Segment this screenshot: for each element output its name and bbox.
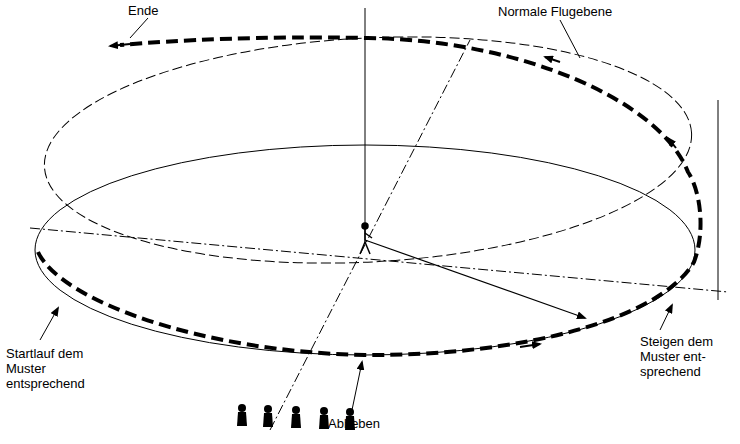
leader-line xyxy=(660,305,672,330)
spectator-body xyxy=(237,412,247,426)
spectator-head xyxy=(346,408,354,416)
vertical-axis xyxy=(365,8,366,240)
spectator-body xyxy=(263,413,273,427)
leader-line xyxy=(130,18,148,38)
direction-arrow xyxy=(545,57,560,62)
spectator-head xyxy=(292,406,300,414)
control-line xyxy=(365,240,585,318)
flight-plane xyxy=(39,21,698,279)
spectator-body xyxy=(291,414,301,428)
vertical-reference xyxy=(718,100,719,300)
direction-arrow xyxy=(668,138,676,148)
text-label: Steigen dem Muster ent- sprechend xyxy=(640,334,732,379)
leader-line xyxy=(560,20,580,58)
spectator-head xyxy=(320,407,328,415)
direction-arrow xyxy=(520,344,540,347)
spectator-head xyxy=(238,404,246,412)
spectator-body xyxy=(319,415,329,429)
text-label: Normale Flugebene xyxy=(498,4,612,19)
text-label: Startlauf dem Muster entsprechend xyxy=(6,346,106,391)
direction-arrow xyxy=(110,44,130,46)
leader-line xyxy=(352,362,362,410)
spectator-head xyxy=(264,405,272,413)
text-label: Abheben xyxy=(328,416,380,431)
pilot-figure xyxy=(360,223,372,254)
axis-line xyxy=(270,40,470,430)
flight-path xyxy=(38,37,701,355)
leader-line xyxy=(40,308,58,340)
axis-line xyxy=(30,228,728,292)
text-label: Ende xyxy=(128,3,158,18)
